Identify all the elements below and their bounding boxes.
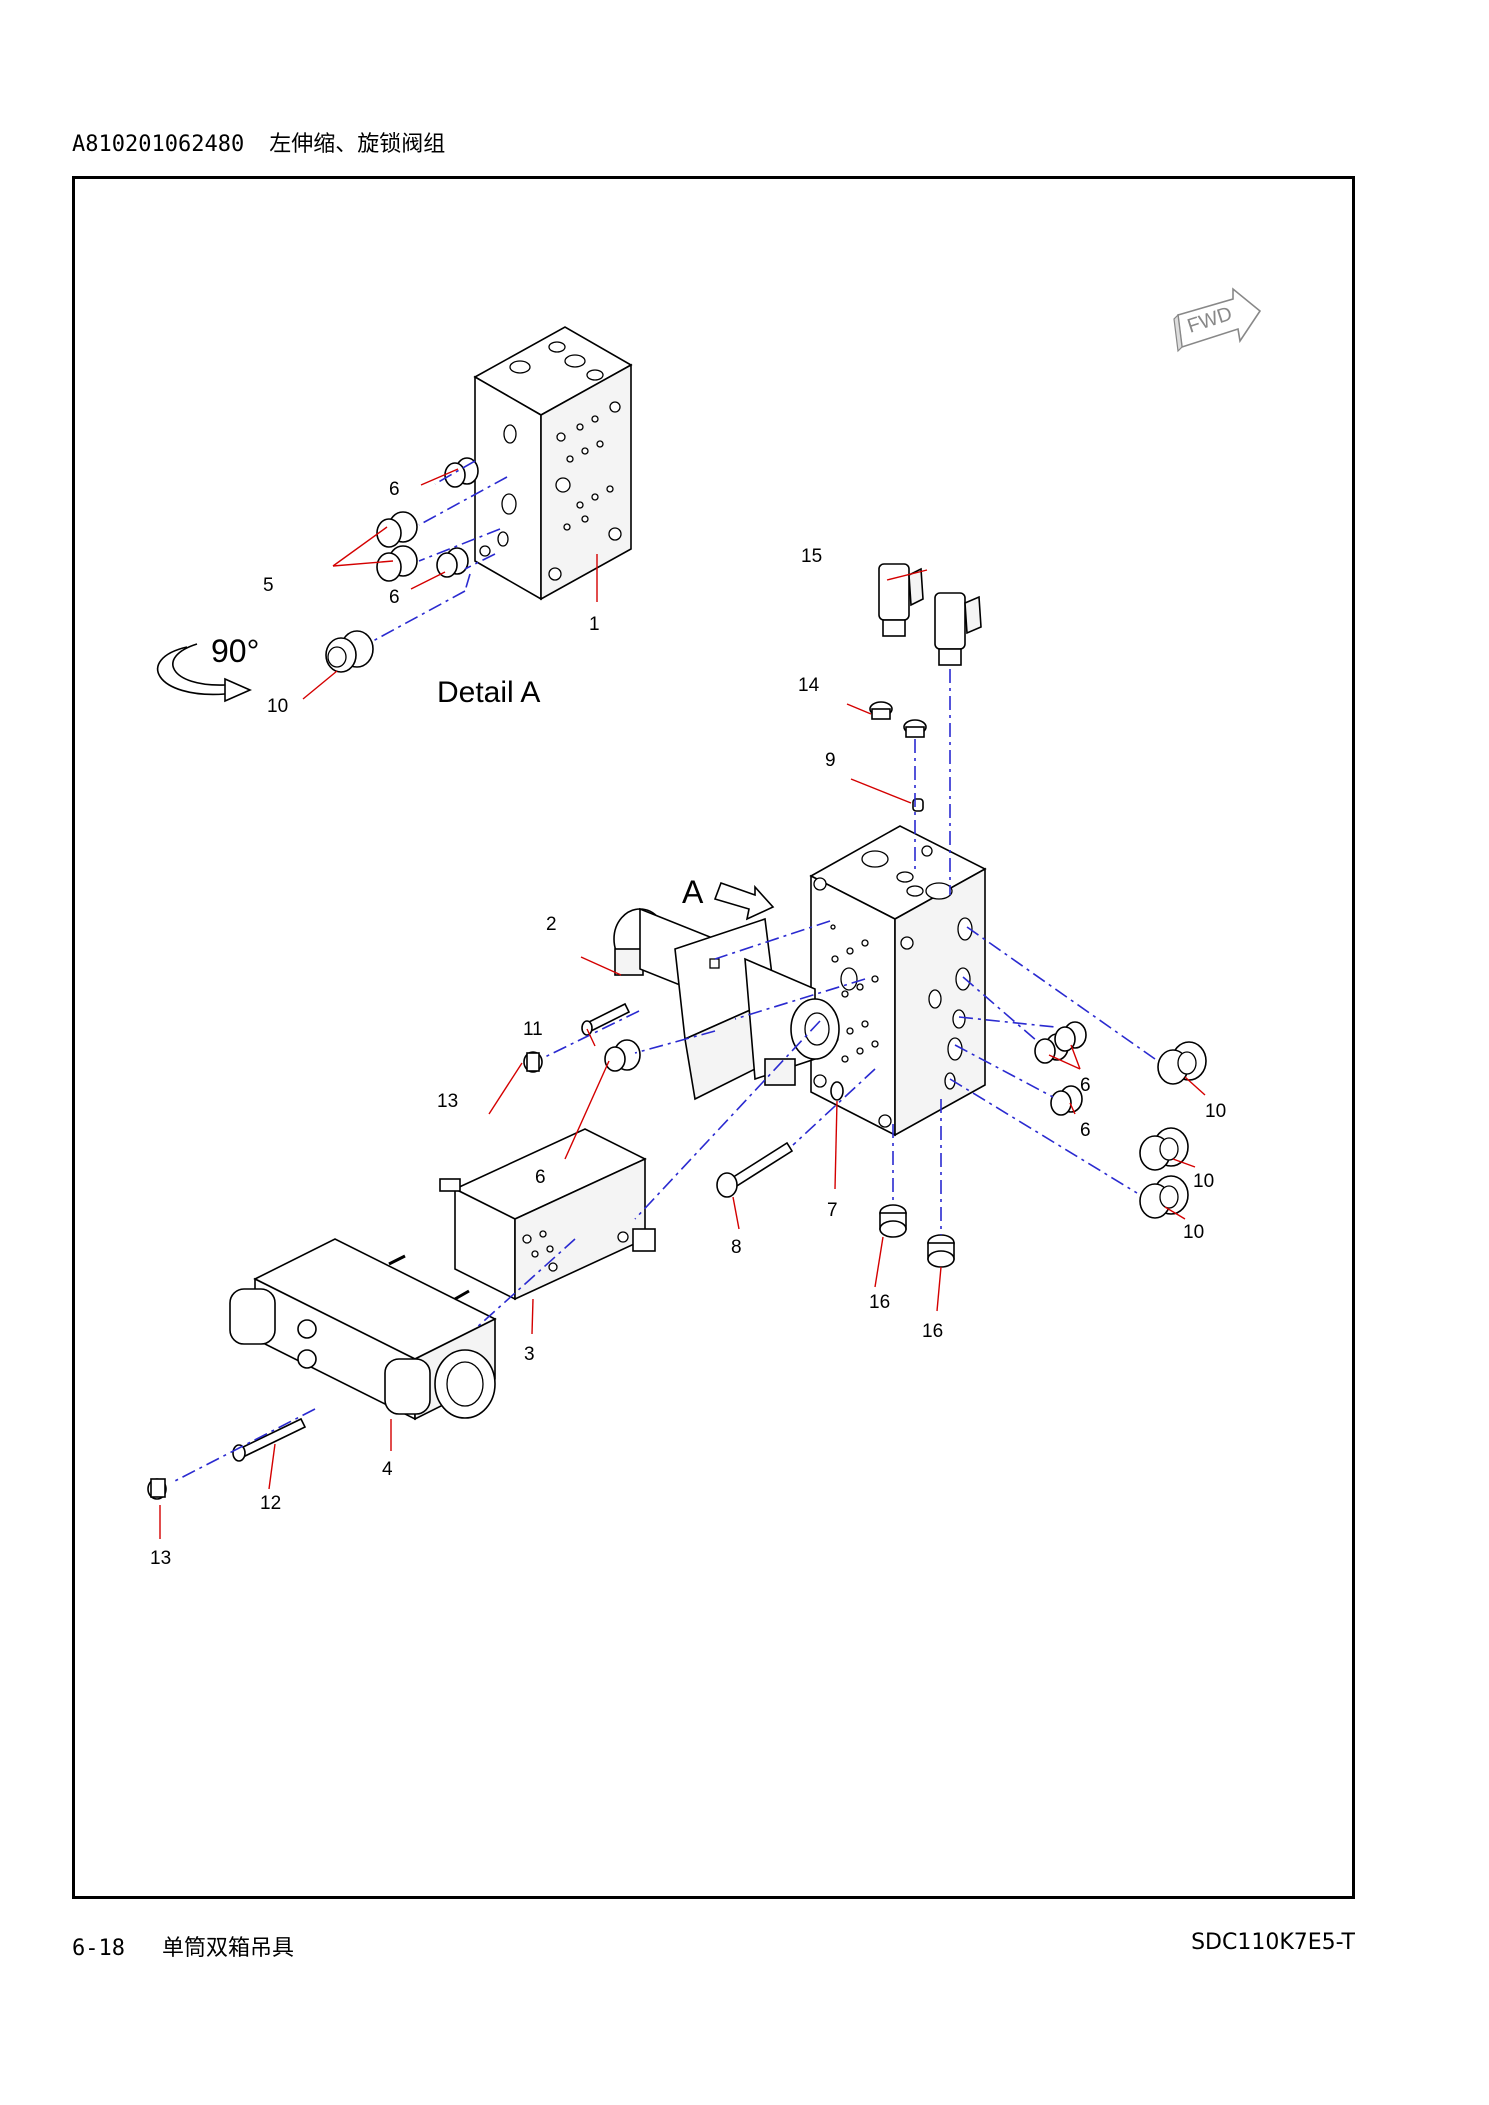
plugs-14 bbox=[869, 701, 927, 738]
callout-9: 9 bbox=[825, 750, 836, 771]
callout-16: 16 bbox=[922, 1321, 943, 1342]
plug-6-lower bbox=[604, 1039, 641, 1072]
valve-4 bbox=[229, 1238, 497, 1421]
page-title: 左伸缩、旋锁阀组 bbox=[269, 132, 446, 157]
callout-2: 2 bbox=[546, 914, 557, 935]
fittings-6-right bbox=[1034, 1021, 1087, 1116]
callout-6: 6 bbox=[1080, 1120, 1091, 1141]
pressure-switches-15 bbox=[878, 563, 982, 666]
callout-4: 4 bbox=[382, 1459, 393, 1480]
callout-10: 10 bbox=[1193, 1171, 1214, 1192]
cap-13-upper bbox=[523, 1051, 543, 1073]
rotation-label: 90° bbox=[211, 633, 259, 669]
fittings-10-right bbox=[1139, 1041, 1207, 1219]
view-a-label: A bbox=[682, 874, 704, 910]
plug-6-detail-lower bbox=[436, 547, 469, 578]
washer-7 bbox=[830, 1081, 844, 1101]
solenoid-valve-2 bbox=[613, 907, 840, 1101]
view-arrow-icon bbox=[713, 881, 775, 921]
page-header: A810201062480 左伸缩、旋锁阀组 bbox=[72, 126, 445, 158]
callout-11: 11 bbox=[523, 1019, 543, 1040]
callout-5: 5 bbox=[263, 575, 274, 596]
detail-a-label: Detail A bbox=[437, 676, 540, 709]
callout-13: 13 bbox=[437, 1091, 458, 1112]
fittings-5-detail bbox=[376, 511, 418, 582]
callout-16: 16 bbox=[869, 1292, 890, 1313]
rotation-arrow-icon bbox=[156, 643, 252, 703]
book-title: 单筒双箱吊具 bbox=[161, 1936, 294, 1961]
valve-3 bbox=[439, 1128, 656, 1301]
page-footer-left: 6-18 单筒双箱吊具 bbox=[72, 1930, 294, 1962]
callout-12: 12 bbox=[260, 1493, 281, 1514]
model-number: SDC110K7E5-T bbox=[1191, 1930, 1355, 1955]
callout-1: 1 bbox=[589, 614, 600, 635]
plugs-16 bbox=[879, 1204, 955, 1268]
callout-10: 10 bbox=[1183, 1222, 1204, 1243]
part-code: A810201062480 bbox=[72, 132, 245, 157]
fwd-arrow-icon: FWD bbox=[1173, 287, 1262, 353]
callout-10: 10 bbox=[267, 696, 288, 717]
page-number: 6-18 bbox=[72, 1936, 125, 1961]
cap-13-lower bbox=[147, 1478, 167, 1500]
callout-10: 10 bbox=[1205, 1101, 1226, 1122]
callout-8: 8 bbox=[731, 1237, 742, 1258]
drawing-frame: .p { fill: #fff; stroke: #000; stroke-wi… bbox=[72, 176, 1355, 1899]
callout-3: 3 bbox=[524, 1344, 535, 1365]
callout-6: 6 bbox=[535, 1167, 546, 1188]
callout-14: 14 bbox=[798, 675, 820, 696]
callout-6: 6 bbox=[389, 479, 400, 500]
screw-12 bbox=[232, 1417, 307, 1462]
exploded-view-diagram: .p { fill: #fff; stroke: #000; stroke-wi… bbox=[147, 287, 1262, 1569]
callout-15: 15 bbox=[801, 546, 822, 567]
fitting-10-detail bbox=[325, 630, 374, 673]
plug-6-detail-upper bbox=[444, 457, 479, 488]
callout-6: 6 bbox=[389, 587, 400, 608]
callout-6: 6 bbox=[1080, 1075, 1091, 1096]
valve-block-detail bbox=[473, 326, 633, 601]
bolt-8 bbox=[716, 1141, 794, 1198]
callout-7: 7 bbox=[827, 1200, 838, 1221]
callout-13: 13 bbox=[150, 1548, 171, 1569]
detail-a-group: 90° Detail A 6 5 6 1 10 bbox=[156, 326, 633, 717]
